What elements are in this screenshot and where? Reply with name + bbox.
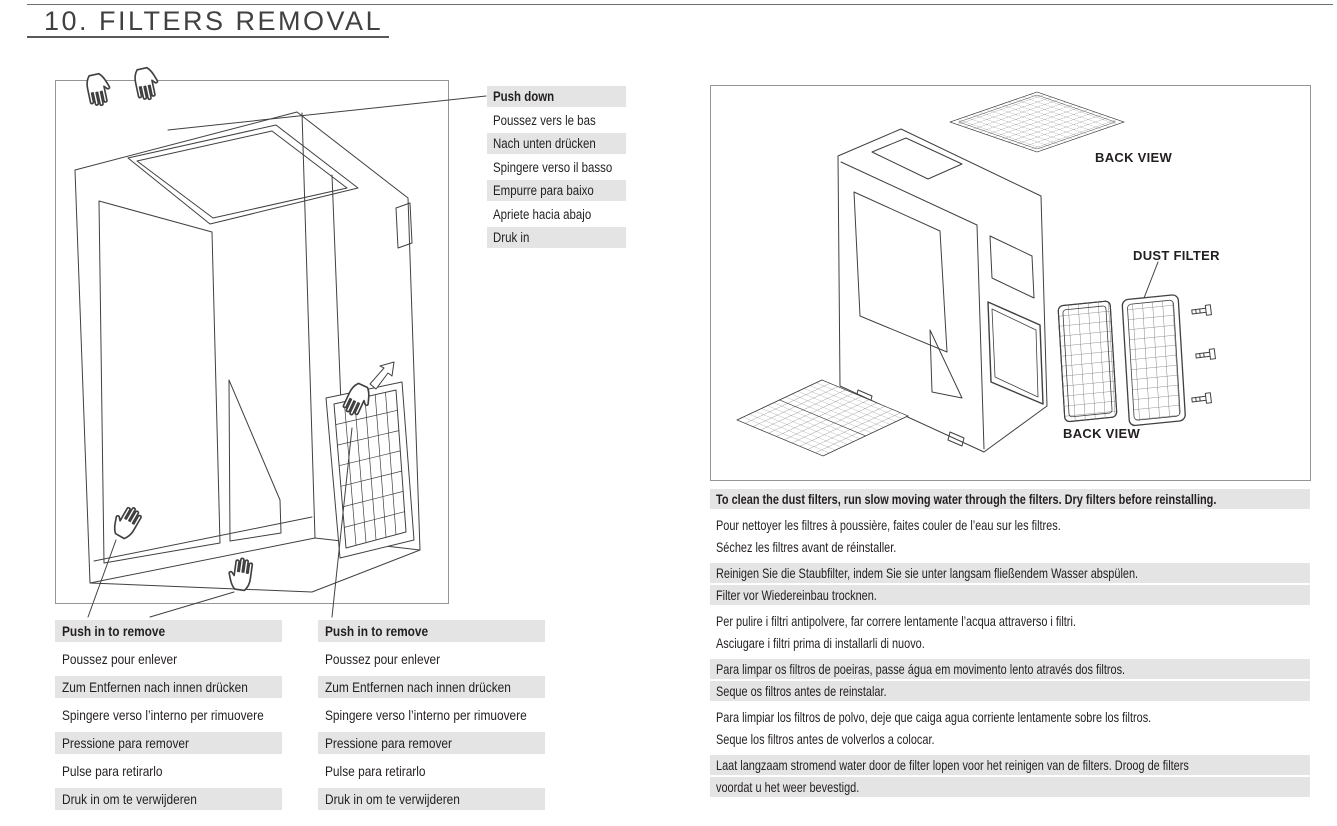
left-case-illustration (74, 111, 421, 593)
cleaning-line: Filter vor Wiedereinbau trocknen. (710, 585, 1310, 605)
cleaning-line: Asciugare i filtri prima di installarli … (716, 635, 925, 651)
cleaning-line: Para limpar os filtros de poeiras, passe… (710, 659, 1310, 679)
top-vent-filter (127, 124, 359, 225)
cleaning-instructions: To clean the dust filters, run slow movi… (710, 489, 1310, 803)
screw-icon (1191, 304, 1212, 316)
cleaning-line: Para limpiar los filtros de polvo, deje … (716, 709, 1152, 725)
list-row: Spingere verso l’interno per rimuovere (62, 707, 264, 723)
list-row-header: Push in to remove (318, 620, 545, 642)
screw-icons (1191, 304, 1216, 404)
right-diagram-frame (710, 85, 1311, 481)
push-down-callout: Push down Poussez vers le bas Nach unten… (487, 86, 626, 251)
list-row: Druk in om te verwijderen (55, 788, 282, 810)
cleaning-line: Séchez les filtres avant de réinstaller. (716, 539, 897, 555)
cleaning-line: Reinigen Sie die Staubfilter, indem Sie … (710, 563, 1310, 583)
push-in-list-right: Push in to remove Poussez pour enlever Z… (318, 620, 545, 816)
list-row: Zum Entfernen nach innen drücken (55, 676, 282, 698)
list-row: Poussez pour enlever (62, 651, 178, 667)
callout-row: Druk in (487, 227, 626, 248)
push-in-list-left: Push in to remove Poussez pour enlever Z… (55, 620, 282, 816)
callout-row: Empurre para baixo (487, 180, 626, 201)
top-filter-mesh (949, 91, 1125, 153)
list-row: Pressione para remover (55, 732, 282, 754)
cleaning-line: To clean the dust filters, run slow movi… (710, 489, 1310, 509)
bottom-filter-mesh (736, 379, 909, 457)
back-view-label-bottom: BACK VIEW (1063, 426, 1141, 441)
hand-icon (84, 71, 114, 109)
cleaning-row-en: To clean the dust filters, run slow movi… (710, 489, 1310, 509)
callout-row: Spingere verso il basso (493, 159, 613, 175)
cleaning-line: Pour nettoyer les filtres à poussière, f… (716, 517, 1061, 533)
cleaning-line: voordat u het weer bevestigd. (710, 777, 1310, 797)
right-case-illustration (837, 128, 1048, 453)
list-row-header: Push in to remove (55, 620, 282, 642)
left-diagram-frame (55, 80, 449, 604)
list-row: Poussez pour enlever (325, 651, 441, 667)
side-window (98, 200, 221, 564)
dust-filter-frame-outer (1121, 294, 1186, 427)
list-row: Druk in om te verwijderen (318, 788, 545, 810)
header-rule-top (27, 4, 1333, 5)
list-row: Pulse para retirarlo (62, 763, 163, 779)
cleaning-row-fr: Pour nettoyer les filtres à poussière, f… (710, 515, 1310, 557)
page-title: 10. FILTERS REMOVAL (44, 6, 384, 36)
cleaning-row-nl: Laat langzaam stromend water door de fil… (710, 755, 1310, 797)
list-row: Pulse para retirarlo (325, 763, 426, 779)
rear-filter-slot (987, 301, 1044, 405)
cleaning-line: Seque os filtros antes de reinstalar. (710, 681, 1310, 701)
cleaning-line: Seque los filtros antes de volverlos a c… (716, 731, 935, 747)
callout-pointer-lines (87, 95, 487, 618)
dust-filter-label: DUST FILTER (1133, 248, 1220, 263)
dust-filter-frame-inner (1057, 300, 1118, 423)
cleaning-row-es: Para limpiar los filtros de polvo, deje … (710, 707, 1310, 749)
header-rule-bottom (27, 36, 389, 38)
cleaning-row-de: Reinigen Sie die Staubfilter, indem Sie … (710, 563, 1310, 605)
list-row: Pressione para remover (318, 732, 545, 754)
callout-row-header: Push down (487, 86, 626, 107)
dust-filter-pointer-line (1143, 261, 1159, 299)
callout-row: Poussez vers le bas (493, 112, 596, 128)
list-row: Spingere verso l’interno per rimuovere (325, 707, 527, 723)
back-view-label-top: BACK VIEW (1095, 150, 1173, 165)
screw-icon (1195, 348, 1216, 360)
pull-direction-arrow (369, 361, 395, 390)
list-row: Zum Entfernen nach innen drücken (318, 676, 545, 698)
callout-row: Apriete hacia abajo (493, 206, 592, 222)
screw-icon (1191, 392, 1212, 404)
cleaning-line: Per pulire i filtri antipolvere, far cor… (716, 613, 1076, 629)
cleaning-line: Laat langzaam stromend water door de fil… (710, 755, 1310, 775)
front-filter-door (325, 381, 415, 559)
hand-icon (132, 65, 162, 103)
cleaning-row-it: Per pulire i filtri antipolvere, far cor… (710, 611, 1310, 653)
callout-row: Nach unten drücken (487, 133, 626, 154)
cleaning-row-pt: Para limpar os filtros de poeiras, passe… (710, 659, 1310, 701)
